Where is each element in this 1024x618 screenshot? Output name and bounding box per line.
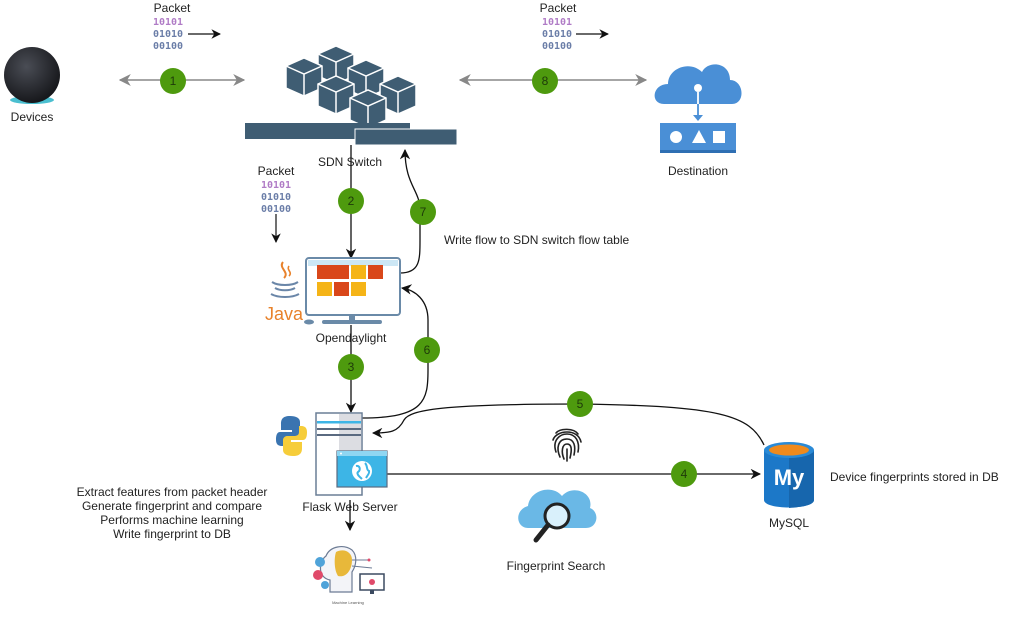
packet-1: Packet 10101 01010 00100 <box>153 1 191 52</box>
fingerprint-search-label: Fingerprint Search <box>507 559 606 573</box>
link-mysql-to-flask <box>371 403 765 446</box>
step-badge-7: 7 <box>410 199 436 225</box>
task-line: Generate fingerprint and compare <box>82 499 262 513</box>
cloud-service-icon <box>654 64 742 153</box>
link-flask-to-odl <box>361 284 429 419</box>
machine-learning-node[interactable]: Machine Learning <box>313 546 385 605</box>
step-badges: 1 2 3 4 5 6 7 8 <box>160 68 697 487</box>
packet-bits: 01010 <box>153 29 183 40</box>
smart-speaker-icon <box>4 47 60 104</box>
task-line: Extract features from packet header <box>77 485 268 499</box>
packet-bits: 10101 <box>153 17 183 28</box>
svg-text:1: 1 <box>170 74 177 88</box>
fingerprint-icon <box>552 428 582 462</box>
packet-title: Packet <box>540 1 577 15</box>
mysql-note: Device fingerprints stored in DB <box>830 470 999 484</box>
packet-3: Packet 10101 01010 00100 <box>258 164 295 215</box>
python-logo-icon <box>276 416 307 456</box>
step-badge-1: 1 <box>160 68 186 94</box>
ml-caption: Machine Learning <box>332 600 364 605</box>
devices-label: Devices <box>11 110 54 124</box>
packet-2: Packet 10101 01010 00100 <box>540 1 577 52</box>
step-badge-5: 5 <box>567 391 593 417</box>
opendaylight-node[interactable]: Java Opendaylight <box>265 257 401 345</box>
svg-text:2: 2 <box>348 194 355 208</box>
mysql-node[interactable]: My MySQL <box>764 442 814 530</box>
packet-bits: 00100 <box>261 204 291 215</box>
flask-tasks-annotation: Extract features from packet header Gene… <box>77 485 268 541</box>
switch-bar-lower <box>354 128 458 146</box>
connectors <box>118 29 765 532</box>
flow-write-annotation: Write flow to SDN switch flow table <box>444 233 629 247</box>
step-badge-8: 8 <box>532 68 558 94</box>
sdn-switch-node[interactable]: SDN Switch <box>245 45 458 169</box>
database-icon: My <box>764 442 814 508</box>
mysql-label: MySQL <box>769 516 809 530</box>
packet-bits: 01010 <box>261 192 291 203</box>
svg-text:8: 8 <box>542 74 549 88</box>
devices-node[interactable]: Devices <box>4 47 60 124</box>
web-server-icon <box>315 412 388 496</box>
packet-title: Packet <box>154 1 191 15</box>
packet-bits: 00100 <box>153 41 183 52</box>
java-logo-icon: Java <box>265 261 304 324</box>
packet-bits: 10101 <box>261 180 291 191</box>
step-badge-2: 2 <box>338 188 364 214</box>
packet-bits: 10101 <box>542 17 572 28</box>
svg-text:3: 3 <box>348 360 355 374</box>
destination-node[interactable]: Destination <box>654 64 742 178</box>
svg-text:7: 7 <box>420 205 427 219</box>
svg-text:4: 4 <box>681 467 688 481</box>
java-label: Java <box>265 304 304 324</box>
fingerprint-search-node[interactable]: Fingerprint Search <box>507 489 606 573</box>
flask-node[interactable]: Flask Web Server <box>276 412 398 514</box>
step-badge-3: 3 <box>338 354 364 380</box>
task-line: Write fingerprint to DB <box>113 527 231 541</box>
monitor-dashboard-icon <box>304 257 401 325</box>
packet-bits: 01010 <box>542 29 572 40</box>
flask-label: Flask Web Server <box>302 500 397 514</box>
step-badge-4: 4 <box>671 461 697 487</box>
packet-title: Packet <box>258 164 295 178</box>
switch-cubes-icon <box>285 45 417 129</box>
svg-text:6: 6 <box>424 343 431 357</box>
sdn-switch-label: SDN Switch <box>318 155 382 169</box>
packet-bits: 00100 <box>542 41 572 52</box>
svg-text:5: 5 <box>577 397 584 411</box>
step-badge-6: 6 <box>414 337 440 363</box>
opendaylight-label: Opendaylight <box>316 331 387 345</box>
task-line: Performs machine learning <box>100 513 243 527</box>
mysql-icon-text: My <box>774 465 805 490</box>
destination-label: Destination <box>668 164 728 178</box>
cloud-search-icon <box>518 489 597 543</box>
machine-learning-icon <box>313 546 385 594</box>
